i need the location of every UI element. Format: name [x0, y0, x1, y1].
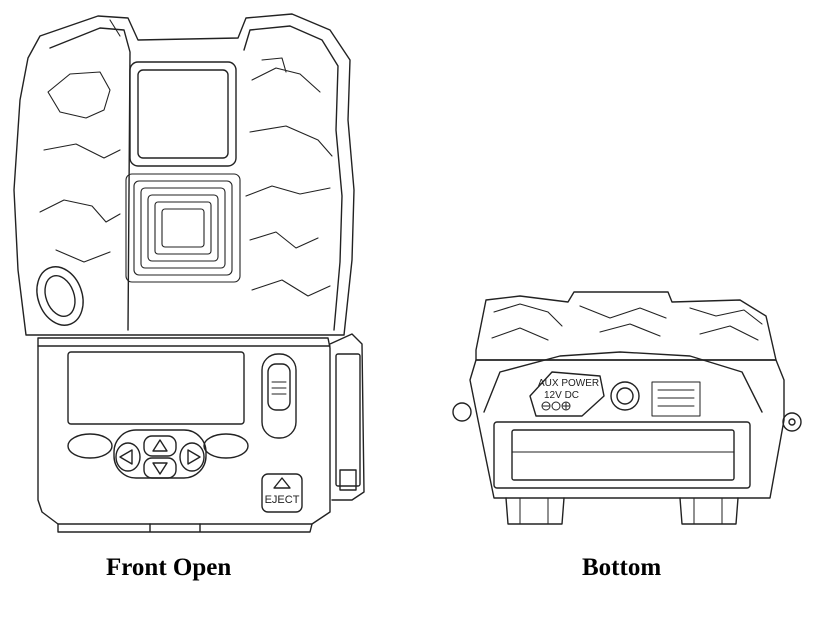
power-switch-slot [262, 354, 296, 438]
switch-marks [272, 382, 286, 394]
foot-ridges [520, 498, 722, 524]
voltage-label: 12V DC [544, 390, 579, 401]
eject-icon [274, 478, 290, 488]
power-jack-inner [617, 388, 633, 404]
battery-door [494, 422, 750, 488]
lens-window-inner [138, 70, 228, 158]
left-mount-tab [453, 403, 471, 421]
eject-label: EJECT [265, 494, 300, 506]
polarity-icon [542, 402, 570, 410]
front-open-view: EJECT [14, 14, 364, 532]
front-housing-inner-edge [50, 26, 342, 330]
right-foot [680, 498, 738, 524]
lens-window [130, 62, 236, 166]
right-mount-tab [783, 413, 801, 431]
right-oval-button [204, 434, 248, 458]
control-buttons [68, 430, 248, 478]
bottom-body [470, 360, 784, 498]
power-jack [611, 382, 639, 410]
right-mount-hole [789, 419, 795, 425]
left-arrow-icon [120, 450, 132, 464]
aux-power-label: AUX POWER [538, 378, 599, 389]
eject-button [262, 474, 302, 512]
bottom-camo-pattern [492, 304, 762, 340]
strap-clip-inner [40, 271, 81, 320]
bottom-view: AUX POWER 12V DC [453, 292, 801, 524]
body-base [58, 524, 312, 532]
up-arrow-icon [153, 440, 167, 451]
bottom-caption: Bottom [582, 554, 661, 582]
front-open-caption: Front Open [106, 554, 231, 582]
up-button [144, 436, 176, 456]
lcd-screen [68, 352, 244, 424]
left-oval-button [68, 434, 112, 458]
down-button [144, 458, 176, 478]
power-switch [268, 364, 290, 410]
side-latch [336, 354, 360, 486]
pir-sensor-grid [126, 174, 240, 282]
right-arrow-icon [188, 450, 200, 464]
door-hinge [340, 470, 356, 490]
down-arrow-icon [153, 463, 167, 474]
side-door [330, 334, 364, 500]
speaker-grille [652, 382, 700, 416]
left-foot [506, 498, 564, 524]
battery-door-inner [512, 430, 734, 480]
strap-clip [29, 260, 91, 331]
